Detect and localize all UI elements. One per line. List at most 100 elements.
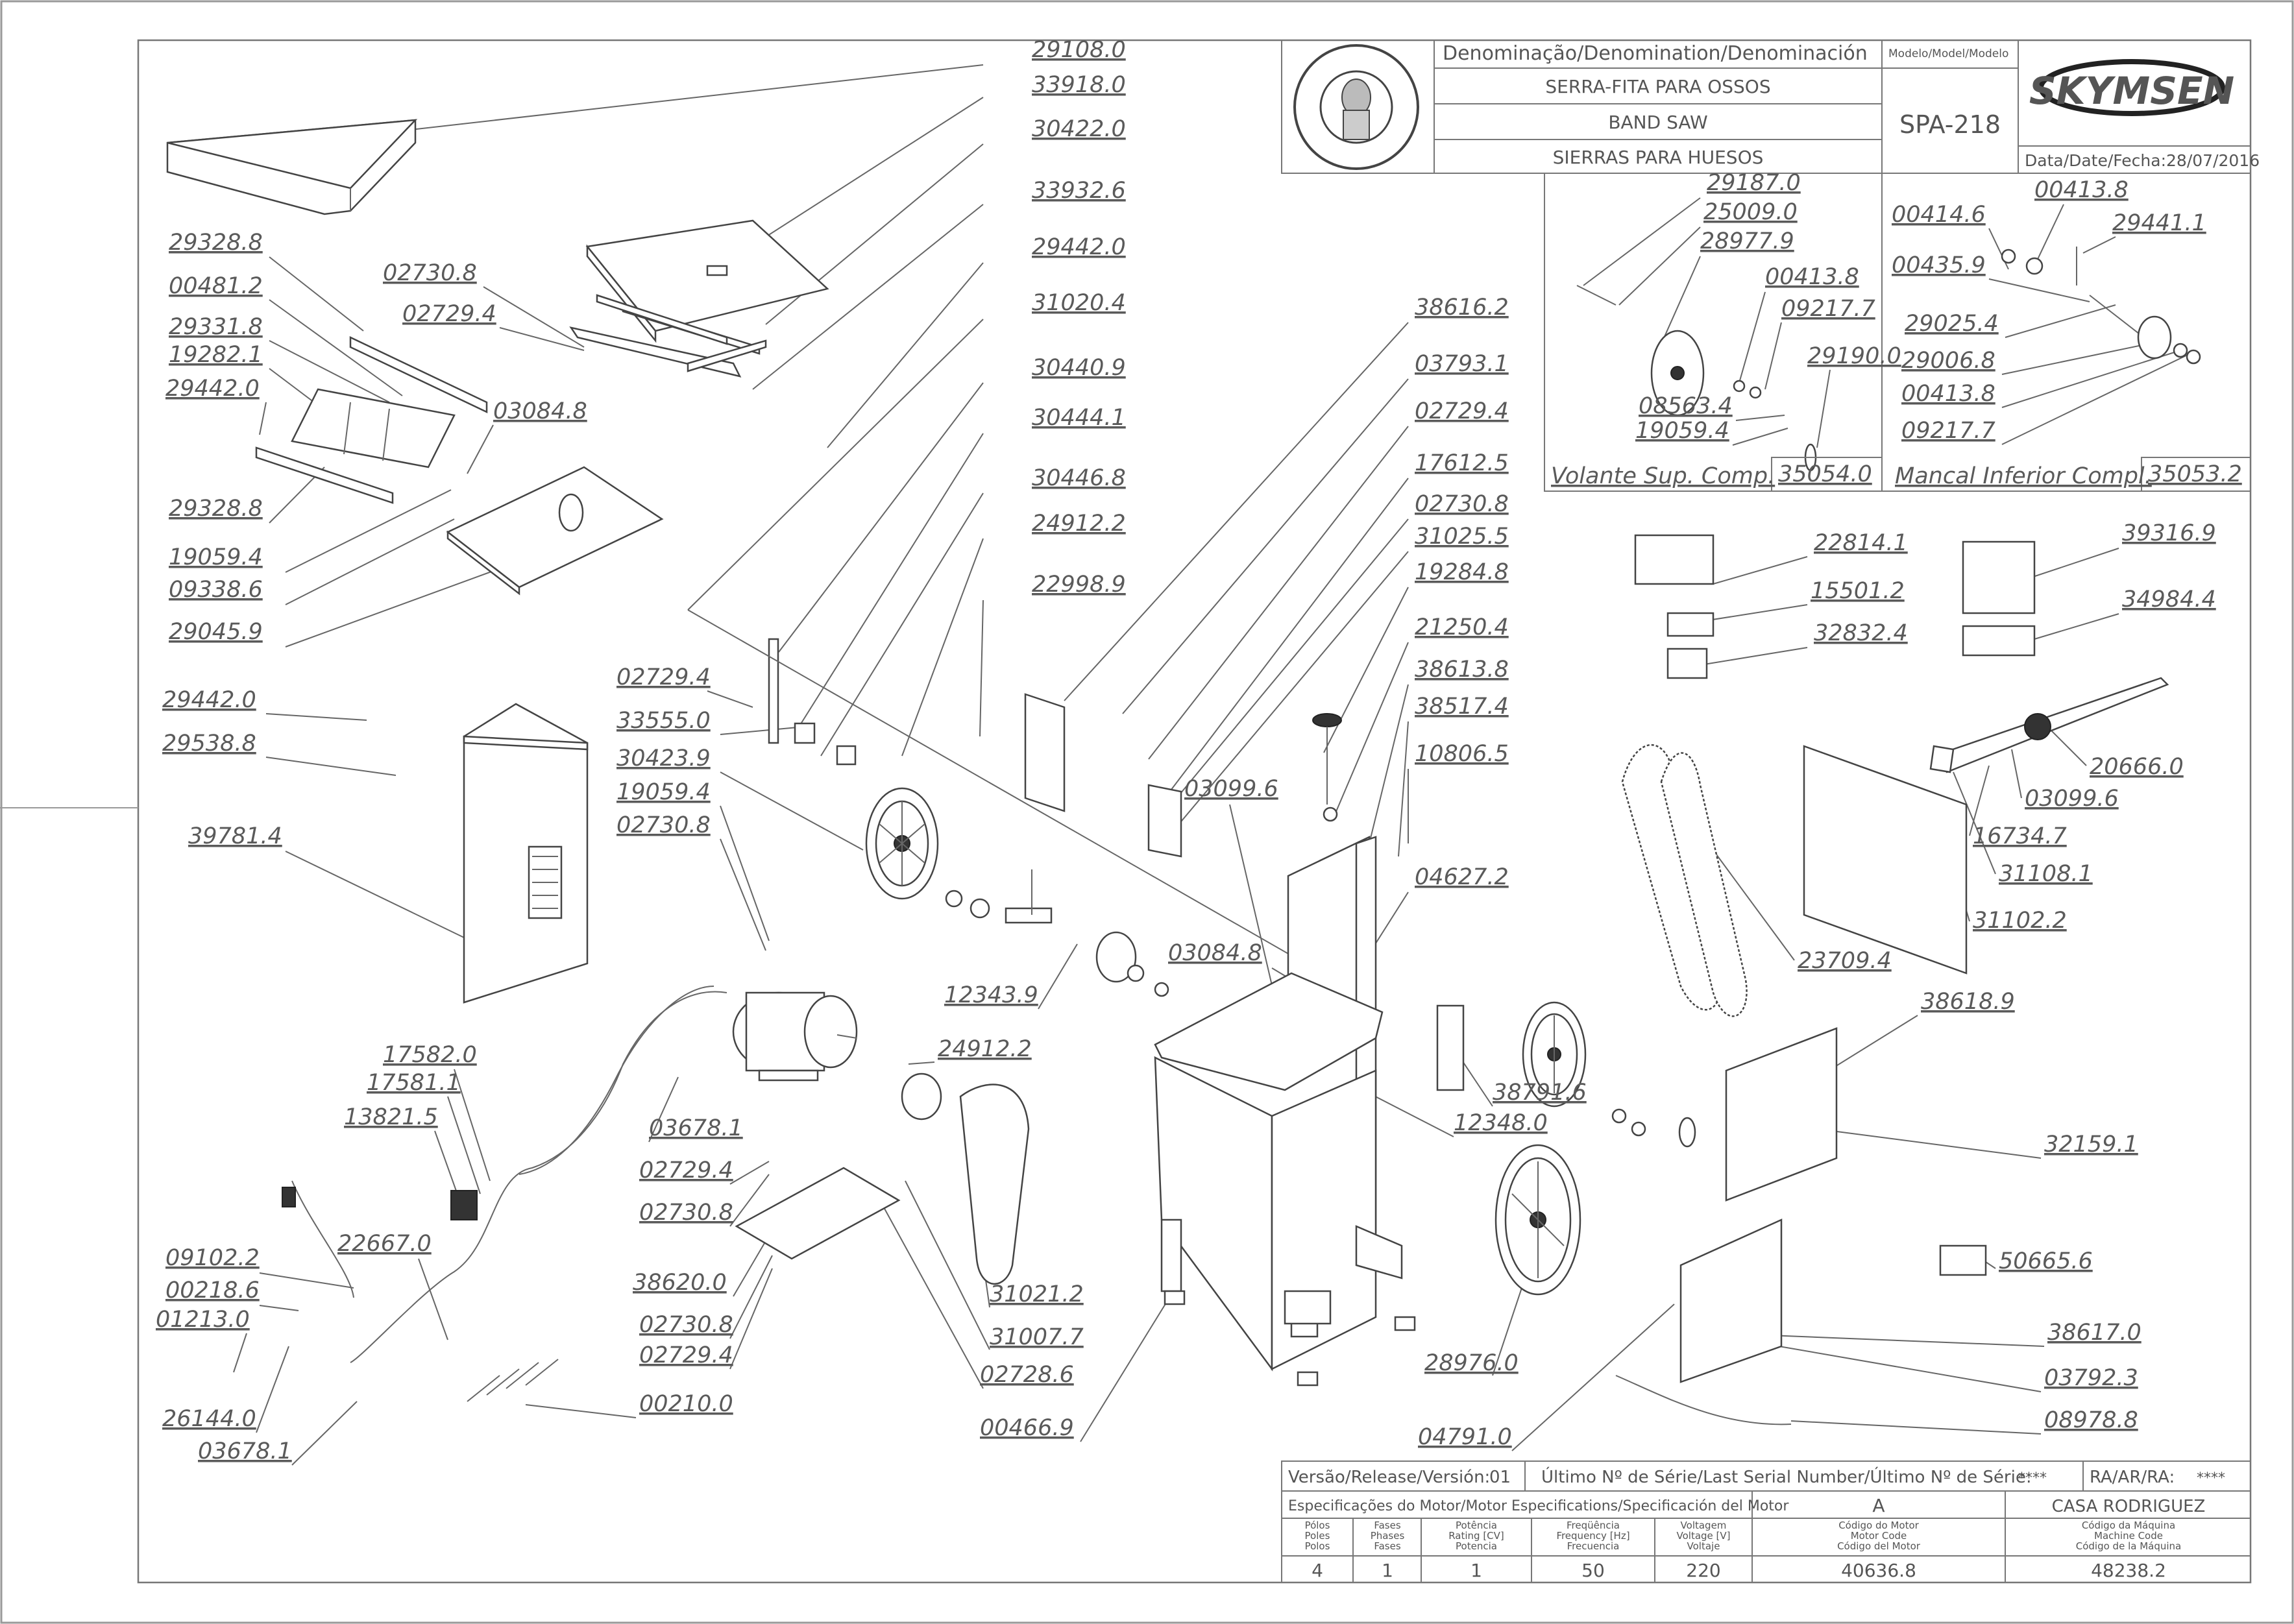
- spec-column-header: Machine Code: [2094, 1530, 2163, 1542]
- motor-pulley: [901, 1073, 942, 1121]
- blade-guard: [1024, 693, 1066, 812]
- warning-sticker: [1634, 534, 1714, 585]
- name-portuguese: SERRA-FITA PARA OSSOS: [1545, 76, 1770, 97]
- leader-line: [794, 433, 984, 734]
- leader-line: [720, 838, 766, 951]
- leader-line: [1164, 478, 1409, 799]
- part-number-label: 10806.5: [1415, 741, 1509, 767]
- blade-guide-bar: [768, 638, 779, 744]
- spec-column-header: Freqüência: [1567, 1520, 1620, 1531]
- part-number-label: 39316.9: [2122, 520, 2216, 546]
- motor-base-plate: [735, 1167, 901, 1260]
- guide-rails: [255, 336, 488, 504]
- part-number-label: 21250.4: [1415, 614, 1509, 640]
- part-number-label: 17581.1: [367, 1070, 461, 1096]
- leader-line: [256, 1346, 289, 1433]
- part-number-label: 02729.4: [639, 1157, 733, 1183]
- tension-knob: [1312, 713, 1342, 822]
- part-number-label: 26144.0: [162, 1406, 256, 1432]
- part-number-label: 29108.0: [1032, 37, 1126, 63]
- leader-line: [2001, 353, 2191, 445]
- spec-column-header: Polos: [1305, 1540, 1330, 1552]
- lower-wheel: [1522, 1001, 1587, 1108]
- part-number-label: 09102.2: [165, 1245, 260, 1271]
- upper-subassembly-name: Volante Sup. Comp.: [1551, 463, 1775, 489]
- part-number-label: 02730.8: [383, 260, 477, 286]
- part-number-label: 02729.4: [1415, 398, 1509, 424]
- leader-line: [2034, 204, 2064, 267]
- leader-line: [1764, 322, 1782, 390]
- leader-line: [729, 1255, 773, 1339]
- leader-line: [324, 64, 984, 140]
- part-number-label: 31020.4: [1032, 290, 1126, 316]
- customer-name: CASA RODRIGUEZ: [2052, 1497, 2206, 1516]
- part-number-label: 02730.8: [639, 1312, 733, 1338]
- spec-column-header: Potencia: [1456, 1540, 1497, 1552]
- part-number-label: 31007.7: [990, 1324, 1084, 1350]
- leader-line: [1985, 1261, 1996, 1269]
- leader-line: [2001, 350, 2181, 408]
- part-number-label: 29442.0: [1032, 234, 1126, 260]
- leader-line: [285, 851, 465, 938]
- part-number-label: 22814.1: [1814, 530, 1908, 556]
- part-number-label: 29025.4: [1905, 311, 1999, 337]
- part-number-label: 29441.1: [2112, 210, 2206, 236]
- base-plate: [446, 466, 664, 596]
- drawing-date: Data/Date/Fecha:28/07/2016: [2025, 151, 2260, 170]
- leader-line: [1700, 647, 1808, 666]
- part-number-label: 22667.0: [337, 1231, 432, 1257]
- leader-line: [1823, 1015, 1918, 1074]
- part-number-label: 03792.3: [2044, 1365, 2138, 1391]
- leader-line: [827, 262, 984, 448]
- spec-column-header: Pólos: [1305, 1520, 1330, 1531]
- part-number-label: 24912.2: [1032, 511, 1126, 537]
- part-number-label: 38617.0: [2047, 1320, 2141, 1346]
- part-number-label: 00466.9: [980, 1415, 1074, 1441]
- leader-line: [1816, 369, 1831, 448]
- leader-line: [720, 726, 805, 735]
- leader-line: [467, 424, 494, 474]
- leader-line: [1511, 1303, 1675, 1451]
- leader-line: [872, 1187, 984, 1389]
- part-number-label: 03084.8: [493, 398, 587, 424]
- table-plate: [585, 219, 829, 343]
- leader-line: [1229, 804, 1276, 1000]
- leader-line: [1700, 604, 1808, 622]
- leader-line: [901, 538, 984, 757]
- part-number-label: 03678.1: [198, 1438, 292, 1464]
- part-number-label: 30423.9: [616, 745, 711, 771]
- part-number-label: 38616.2: [1415, 295, 1509, 321]
- part-number-label: 31025.5: [1415, 524, 1509, 550]
- leader-line: [1583, 197, 1701, 286]
- part-number-label: 08978.8: [2044, 1407, 2138, 1433]
- leader-line: [2005, 304, 2116, 338]
- part-number-label: 02730.8: [1415, 491, 1509, 517]
- main-frame: [1154, 836, 1416, 1387]
- part-number-label: 31108.1: [1999, 861, 2093, 887]
- leader-line: [1661, 256, 1701, 345]
- part-number-label: 09338.6: [169, 577, 263, 603]
- wire-terminals: [467, 1359, 559, 1402]
- motor-spec-label: Especificações do Motor/Motor Especifica…: [1288, 1498, 1789, 1514]
- release-label: Versão/Release/Versión:: [1288, 1468, 1490, 1487]
- spec-column-header: Código del Motor: [1837, 1540, 1921, 1552]
- part-number-label: 29006.8: [1901, 348, 1995, 374]
- part-number-label: 39781.4: [188, 823, 282, 849]
- spec-column-header: Código do Motor: [1838, 1520, 1919, 1531]
- name-english: BAND SAW: [1608, 112, 1707, 133]
- part-number-label: 02730.8: [639, 1200, 733, 1226]
- spec-column-header: Código da Máquina: [2082, 1520, 2175, 1531]
- part-number-label: 02729.4: [616, 664, 711, 690]
- upper-wheel: [865, 787, 939, 900]
- spec-column-header: Voltaje: [1687, 1540, 1720, 1552]
- band-saw-blade: [1621, 744, 1722, 1011]
- part-number-label: 38620.0: [633, 1270, 727, 1296]
- leader-line: [1154, 518, 1409, 825]
- leader-line: [285, 518, 455, 605]
- motor-revision: A: [1872, 1495, 1885, 1516]
- drive-belt: [959, 1084, 1030, 1285]
- leader-line: [483, 286, 585, 348]
- part-number-label: 29045.9: [169, 619, 263, 645]
- leader-line: [1732, 428, 1788, 446]
- leader-line: [1953, 771, 1996, 875]
